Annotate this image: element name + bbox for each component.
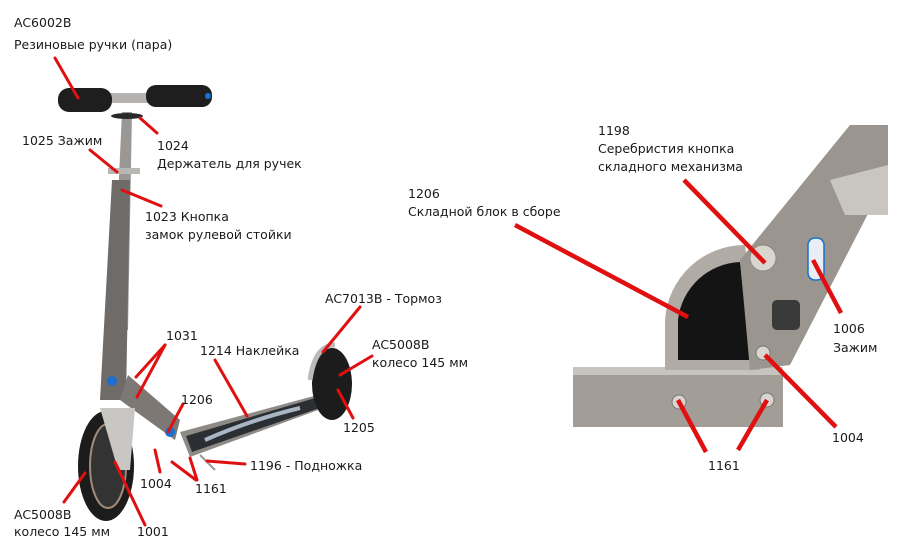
right-grip xyxy=(146,85,212,107)
rear-brake xyxy=(307,342,336,381)
fold-block xyxy=(678,262,750,360)
label-1006-desc: Зажим xyxy=(833,340,878,355)
left-grip xyxy=(58,88,112,112)
labels-right: 1198 Серебристия кнопка складного механи… xyxy=(408,123,878,473)
frame xyxy=(120,375,180,440)
label-1025: 1025 Зажим xyxy=(22,133,102,148)
label-ac5008b-front-desc: колесо 145 мм xyxy=(14,524,110,539)
leader-lines-left xyxy=(53,56,374,527)
label-1161-right: 1161 xyxy=(708,458,740,473)
label-1214: 1214 Наклейка xyxy=(200,343,299,358)
labels-left: AC6002B Резиновые ручки (пара) 1025 Зажи… xyxy=(14,15,468,539)
grip-cap xyxy=(205,93,211,99)
fold-mechanism-illustration xyxy=(573,125,888,427)
rear-wheel xyxy=(312,348,352,420)
scooter-illustration xyxy=(58,85,352,521)
label-1024-desc: Держатель для ручек xyxy=(157,156,302,171)
label-1205: 1205 xyxy=(343,420,375,435)
leader-lines-right xyxy=(513,178,843,454)
label-1023-desc: замок рулевой стойки xyxy=(145,227,292,242)
front-fork xyxy=(100,408,135,470)
label-1031: 1031 xyxy=(166,328,198,343)
fold-button xyxy=(165,427,175,437)
blue-bolt xyxy=(107,376,117,386)
label-1206-code: 1206 xyxy=(408,186,440,201)
label-1006-code: 1006 xyxy=(833,321,865,336)
label-1023-code: 1023 Кнопка xyxy=(145,209,229,224)
label-ac5008b-rear-code: AC5008B xyxy=(372,337,429,352)
label-1004-right: 1004 xyxy=(832,430,864,445)
bar-holder-1024 xyxy=(111,113,143,119)
label-ac6002b-desc: Резиновые ручки (пара) xyxy=(14,37,172,52)
label-1161: 1161 xyxy=(195,481,227,496)
label-1198-desc-1: Серебристия кнопка xyxy=(598,141,734,156)
label-1024-code: 1024 xyxy=(157,138,189,153)
label-1206-desc: Складной блок в сборе xyxy=(408,204,561,219)
clamp-1025 xyxy=(108,168,140,174)
label-1001: 1001 xyxy=(137,524,169,539)
label-ac5008b-rear-desc: колесо 145 мм xyxy=(372,355,468,370)
label-1206: 1206 xyxy=(181,392,213,407)
handlebar-bar xyxy=(106,93,156,103)
label-ac6002b-code: AC6002B xyxy=(14,15,71,30)
label-ac5008b-front-code: AC5008B xyxy=(14,507,71,522)
flame-graphic xyxy=(204,406,301,442)
lower-stem xyxy=(100,180,130,400)
latch-roller xyxy=(772,300,800,330)
label-1198-desc-2: складного механизма xyxy=(598,159,743,174)
label-ac7013b: AC7013B - Тормоз xyxy=(325,291,442,306)
label-1198-code: 1198 xyxy=(598,123,630,138)
label-1196: 1196 - Подножка xyxy=(250,458,362,473)
label-1004: 1004 xyxy=(140,476,172,491)
